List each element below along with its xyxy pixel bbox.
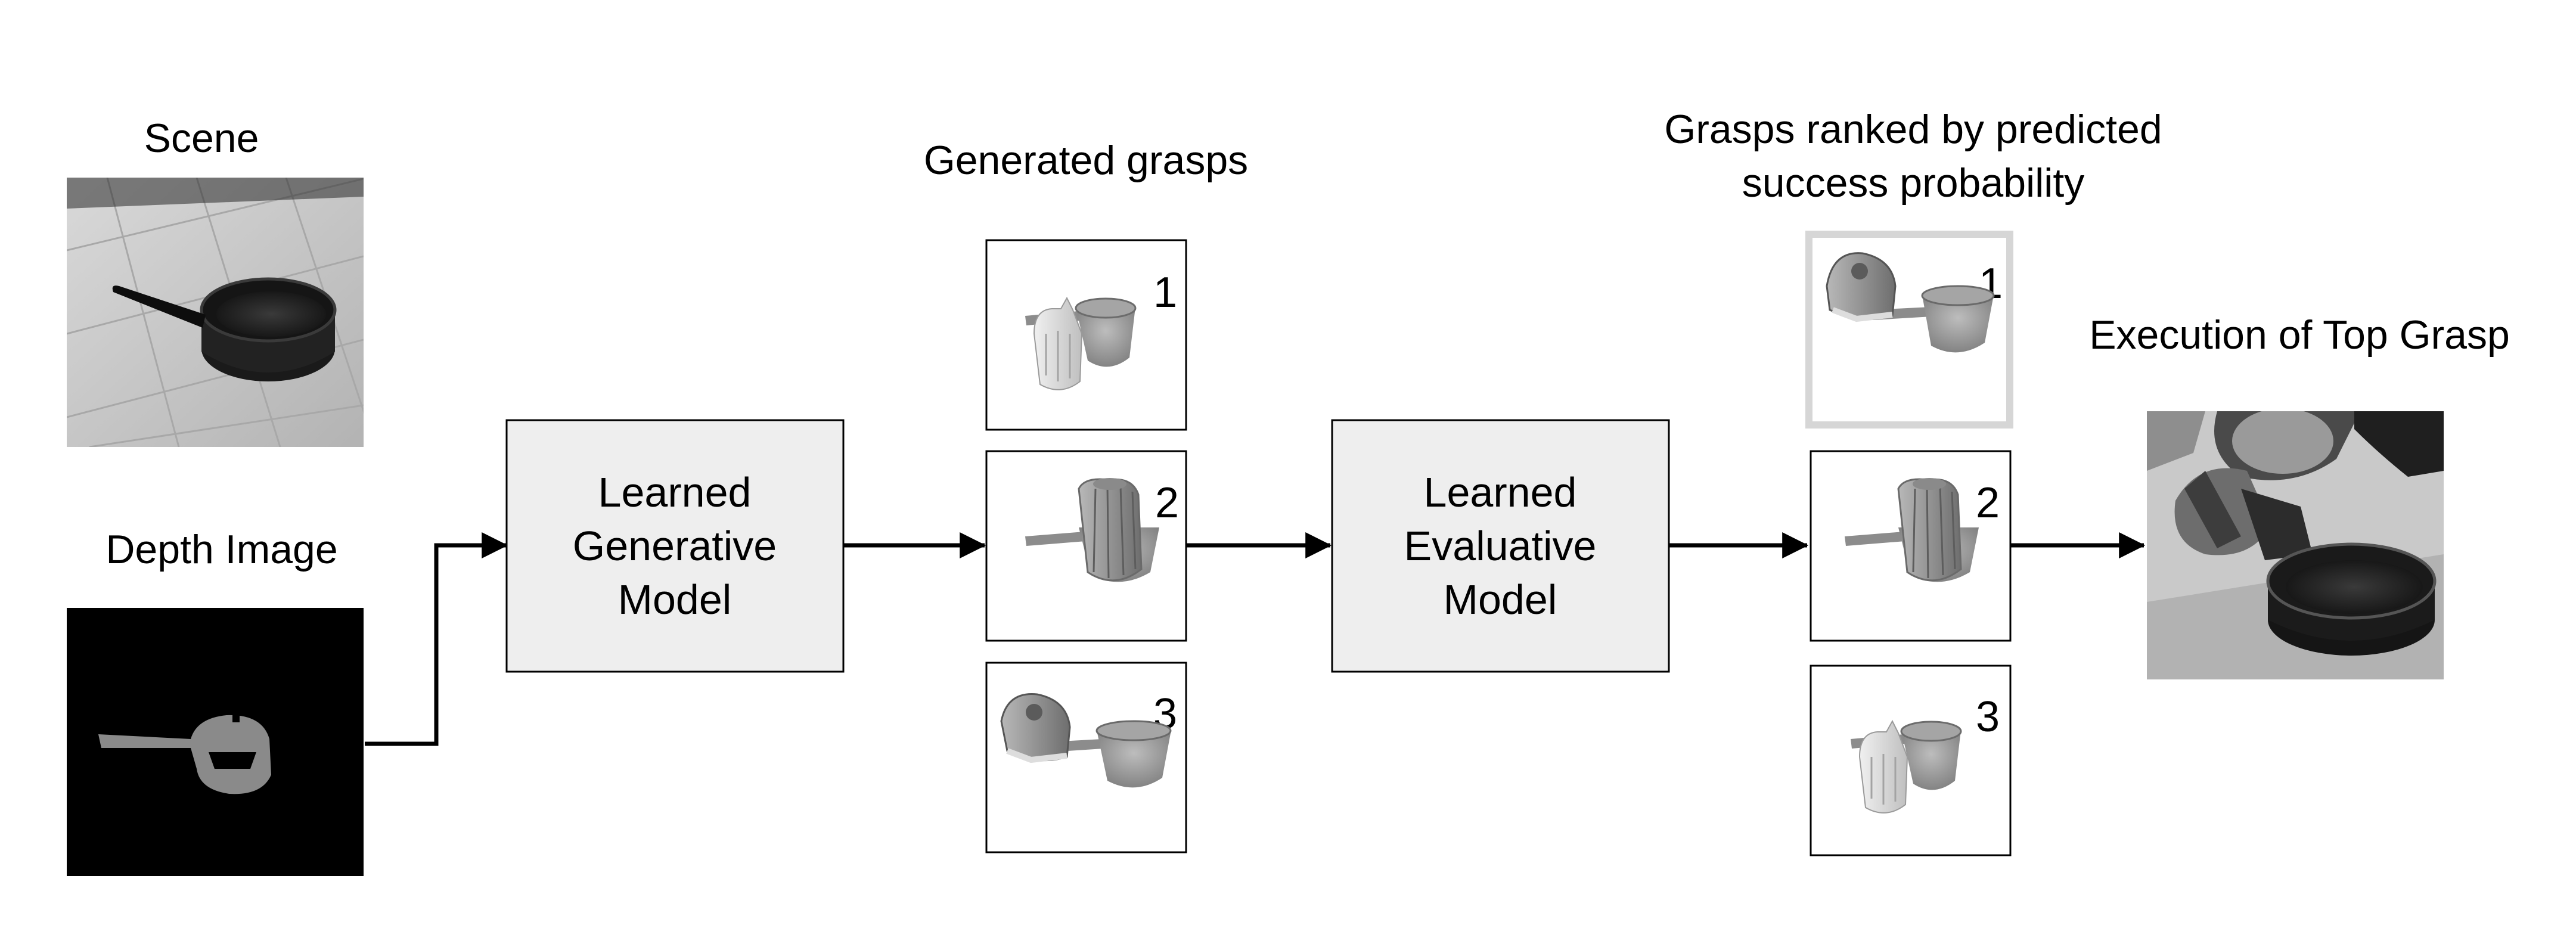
ranked-grasp-3: 3 bbox=[1810, 665, 2012, 856]
generative-model-box: Learned Generative Model bbox=[505, 419, 845, 673]
scene-label: Scene bbox=[144, 116, 259, 161]
ranked-grasp-1: 1 bbox=[1805, 231, 2013, 429]
depth-image-label: Depth Image bbox=[105, 527, 337, 572]
ranked-grasp-2: 2 bbox=[1810, 450, 2012, 642]
execution-image bbox=[2147, 411, 2444, 679]
generative-model-line2: Generative bbox=[573, 523, 777, 569]
generative-model-line3: Model bbox=[618, 576, 732, 623]
evaluative-model-line1: Learned bbox=[1424, 469, 1577, 516]
evaluative-model-box: Learned Evaluative Model bbox=[1331, 419, 1670, 673]
scene-image bbox=[67, 178, 364, 447]
ranked-grasp-3-rank: 3 bbox=[1976, 693, 2000, 741]
ranked-grasp-2-rank: 2 bbox=[1976, 479, 2000, 527]
generative-model-line1: Learned bbox=[598, 469, 752, 516]
generated-grasps-label: Generated grasps bbox=[924, 138, 1248, 183]
depth-to-generative-arrow bbox=[365, 532, 508, 746]
generated-grasp-3: 3 bbox=[985, 662, 1187, 853]
generated-grasp-1-rank: 1 bbox=[1153, 269, 1177, 316]
execution-label: Execution of Top Grasp bbox=[2089, 312, 2510, 358]
evaluative-model-line2: Evaluative bbox=[1404, 523, 1597, 569]
generated-grasp-1: 1 bbox=[985, 239, 1187, 431]
ranked-label-line1: Grasps ranked by predicted bbox=[1664, 107, 2162, 152]
depth-image bbox=[67, 608, 364, 876]
evaluative-model-line3: Model bbox=[1444, 576, 1557, 623]
ranked-label-line2: success probability bbox=[1742, 160, 2084, 206]
generated-grasp-2-rank: 2 bbox=[1155, 479, 1179, 527]
generated-grasp-2: 2 bbox=[985, 450, 1187, 642]
